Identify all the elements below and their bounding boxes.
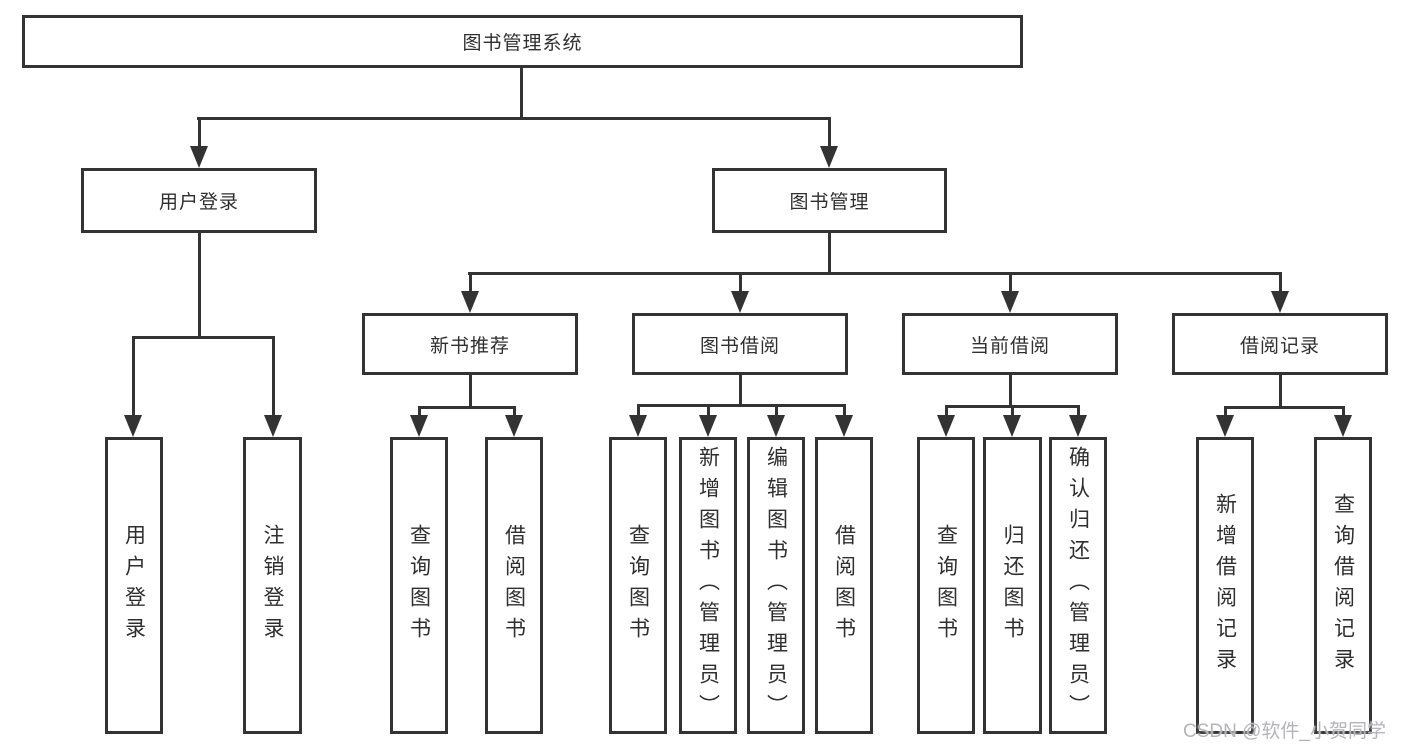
leaf-user-login-label: 用户登录 (122, 523, 146, 648)
node-new-book-recommend: 新书推荐 (362, 313, 578, 375)
connector-to-new-book-recommend-line (469, 272, 472, 293)
connector-to-records-query-line (1342, 406, 1345, 417)
connector-to-borrowing-query-line (637, 404, 640, 417)
leaf-records-add-record: 新增借阅记录 (1196, 437, 1254, 734)
leaf-current-return-books: 归还图书 (983, 437, 1042, 734)
connector-root-to-book-management-line (828, 117, 831, 149)
leaf-logout-login-label: 注销登录 (261, 523, 284, 648)
leaf-records-add-record-label: 新增借阅记录 (1213, 492, 1237, 679)
connector-root-hline (197, 117, 831, 120)
connector-to-recommend-borrow-line (513, 406, 516, 417)
arrowhead-icon (1216, 415, 1234, 437)
connector-book-management-hline (468, 272, 1282, 275)
node-book-borrowing-label: 图书借阅 (699, 335, 780, 357)
connector-new-book-recommend-stem (469, 375, 472, 407)
connector-to-current-borrowing-line (1009, 272, 1012, 293)
node-current-borrowing-label: 当前借阅 (969, 335, 1050, 357)
connector-borrowing-records-hline (1224, 406, 1345, 409)
arrowhead-icon (505, 415, 523, 437)
node-library-management-system: 图书管理系统 (22, 15, 1023, 68)
connector-root-to-user-login-line (198, 117, 201, 149)
connector-user-login-stem (198, 233, 201, 337)
node-book-borrowing: 图书借阅 (632, 313, 848, 375)
connector-book-borrowing-hline (637, 404, 846, 407)
node-book-management-label: 图书管理 (789, 192, 870, 213)
arrowhead-icon (699, 415, 717, 437)
leaf-records-query-record: 查询借阅记录 (1314, 437, 1372, 734)
connector-book-borrowing-stem (739, 375, 742, 405)
arrowhead-icon (264, 415, 282, 437)
leaf-borrowing-borrow-books-label: 借阅图书 (832, 523, 856, 648)
node-user-login-label: 用户登录 (158, 192, 239, 213)
arrowhead-icon (124, 415, 142, 437)
connector-to-current-confirm-line (1077, 405, 1080, 417)
connector-to-current-query-line (945, 405, 948, 417)
leaf-current-query-books-label: 查询图书 (934, 523, 958, 648)
leaf-recommend-query-books-label: 查询图书 (407, 523, 431, 648)
arrowhead-icon (937, 415, 955, 437)
arrowhead-icon (835, 415, 853, 437)
node-user-login: 用户登录 (81, 168, 317, 233)
arrowhead-icon (1001, 291, 1019, 313)
arrowhead-icon (629, 415, 647, 437)
leaf-records-query-record-label: 查询借阅记录 (1331, 492, 1355, 679)
connector-user-login-hline (132, 336, 275, 339)
leaf-recommend-borrow-books-label: 借阅图书 (502, 523, 526, 648)
connector-root-stem (520, 68, 523, 118)
connector-to-book-borrowing-line (739, 272, 742, 293)
node-book-management: 图书管理 (712, 168, 947, 233)
arrowhead-icon (1069, 415, 1087, 437)
leaf-borrowing-query-books: 查询图书 (609, 437, 667, 734)
arrowhead-icon (767, 415, 785, 437)
node-current-borrowing: 当前借阅 (902, 313, 1118, 375)
arrowhead-icon (1003, 415, 1021, 437)
arrowhead-icon (1271, 291, 1289, 313)
arrowhead-icon (820, 146, 838, 168)
leaf-borrowing-edit-books-admin: 编辑图书（管理员） (747, 437, 805, 734)
leaf-current-confirm-return-admin: 确认归还（管理员） (1049, 437, 1107, 734)
connector-new-book-recommend-hline (418, 406, 516, 409)
connector-current-borrowing-stem (1009, 375, 1012, 406)
node-borrowing-records: 借阅记录 (1172, 313, 1388, 375)
leaf-borrowing-borrow-books: 借阅图书 (815, 437, 873, 734)
connector-to-borrowing-add-line (707, 404, 710, 417)
connector-to-current-return-line (1011, 405, 1014, 417)
node-borrowing-records-label: 借阅记录 (1239, 335, 1320, 357)
node-new-book-recommend-label: 新书推荐 (429, 335, 510, 357)
leaf-current-confirm-return-admin-label: 确认归还（管理员） (1066, 446, 1090, 725)
arrowhead-icon (190, 146, 208, 168)
leaf-borrowing-query-books-label: 查询图书 (626, 523, 650, 648)
connector-borrowing-records-stem (1279, 375, 1282, 407)
connector-to-borrowing-edit-line (775, 404, 778, 417)
leaf-recommend-borrow-books: 借阅图书 (485, 437, 543, 734)
leaf-recommend-query-books: 查询图书 (390, 437, 448, 734)
arrowhead-icon (1334, 415, 1352, 437)
leaf-current-return-books-label: 归还图书 (1001, 523, 1024, 648)
connector-to-leaf-user-login-line (132, 336, 135, 417)
connector-book-management-stem (828, 233, 831, 274)
connector-to-recommend-query-line (418, 406, 421, 417)
connector-to-records-add-line (1224, 406, 1227, 417)
node-library-management-system-label: 图书管理系统 (462, 33, 583, 54)
leaf-borrowing-add-books-admin: 新增图书（管理员） (679, 437, 737, 734)
arrowhead-icon (410, 415, 428, 437)
arrowhead-icon (461, 291, 479, 313)
leaf-borrowing-add-books-admin-label: 新增图书（管理员） (696, 446, 720, 725)
leaf-borrowing-edit-books-admin-label: 编辑图书（管理员） (764, 446, 788, 725)
leaf-current-query-books: 查询图书 (917, 437, 975, 734)
connector-to-borrowing-records-line (1279, 272, 1282, 293)
leaf-logout-login: 注销登录 (243, 437, 302, 734)
connector-to-leaf-logout-line (272, 336, 275, 417)
watermark-text: CSDN @软件_小贺同学 (1183, 721, 1386, 742)
leaf-user-login: 用户登录 (105, 437, 163, 734)
connector-to-borrowing-borrow-line (843, 404, 846, 417)
arrowhead-icon (731, 291, 749, 313)
